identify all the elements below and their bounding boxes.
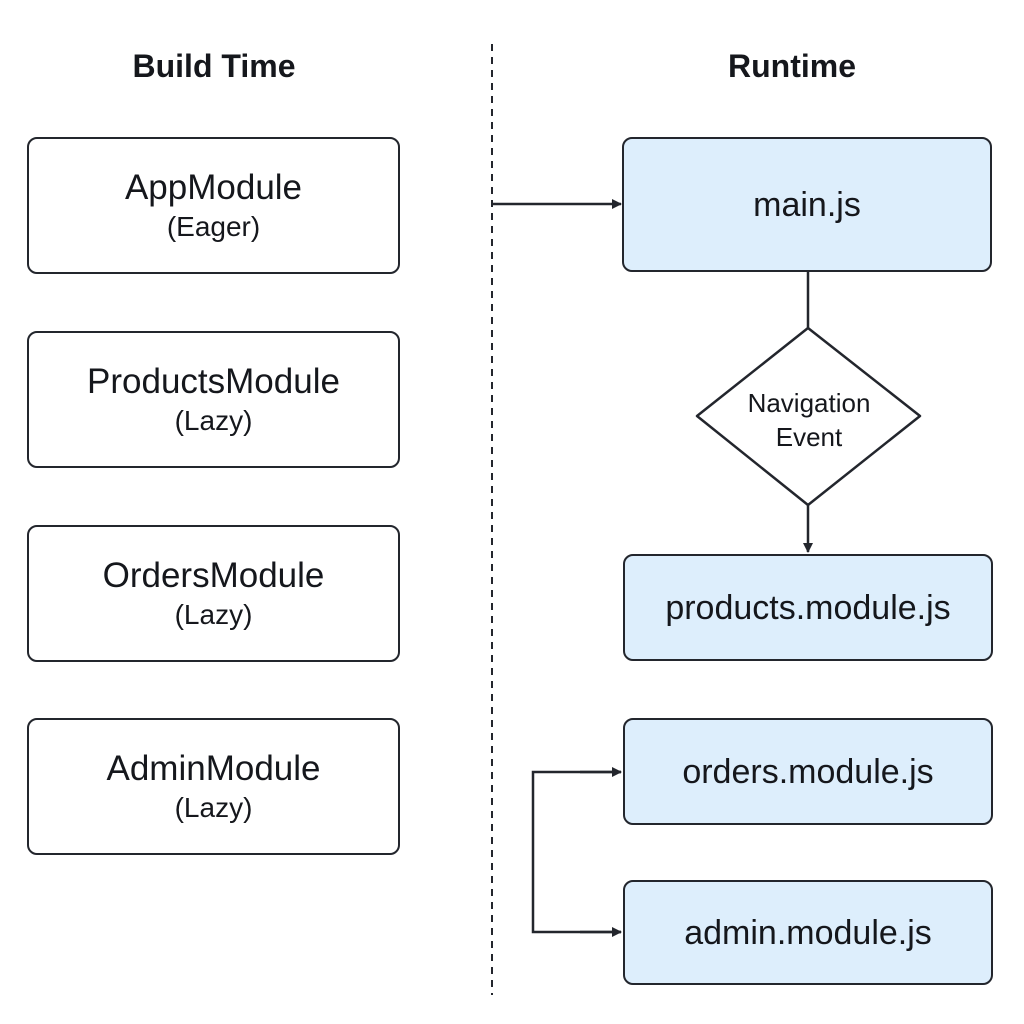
module-load-mode: (Lazy) (174, 791, 253, 823)
products-chunk-label: products.module.js (665, 588, 951, 627)
app-module-box: AppModule (Eager) (27, 137, 400, 274)
main-js-label: main.js (753, 185, 861, 224)
main-js-box: main.js (622, 137, 992, 272)
module-load-mode: (Eager) (166, 210, 261, 242)
admin-module-box: AdminModule (Lazy) (27, 718, 400, 855)
module-name: AppModule (124, 167, 303, 207)
orders-module-box: OrdersModule (Lazy) (27, 525, 400, 662)
runtime-heading: Runtime (728, 48, 856, 84)
decision-label-line1: Navigation (747, 388, 871, 418)
decision-label-line2: Event (775, 422, 843, 452)
orders-chunk-label: orders.module.js (682, 752, 934, 791)
orders-chunk-box: orders.module.js (623, 718, 993, 825)
module-load-mode: (Lazy) (174, 404, 253, 436)
build-time-heading: Build Time (132, 48, 296, 84)
products-module-box: ProductsModule (Lazy) (27, 331, 400, 468)
bracket-connector (531, 770, 621, 934)
products-chunk-box: products.module.js (623, 554, 993, 661)
module-load-mode: (Lazy) (174, 598, 253, 630)
module-name: ProductsModule (87, 361, 340, 401)
admin-chunk-box: admin.module.js (623, 880, 993, 985)
admin-chunk-label: admin.module.js (684, 913, 932, 952)
module-name: OrdersModule (102, 555, 325, 595)
decision-label: Navigation Event (698, 386, 920, 454)
module-name: AdminModule (106, 748, 321, 788)
